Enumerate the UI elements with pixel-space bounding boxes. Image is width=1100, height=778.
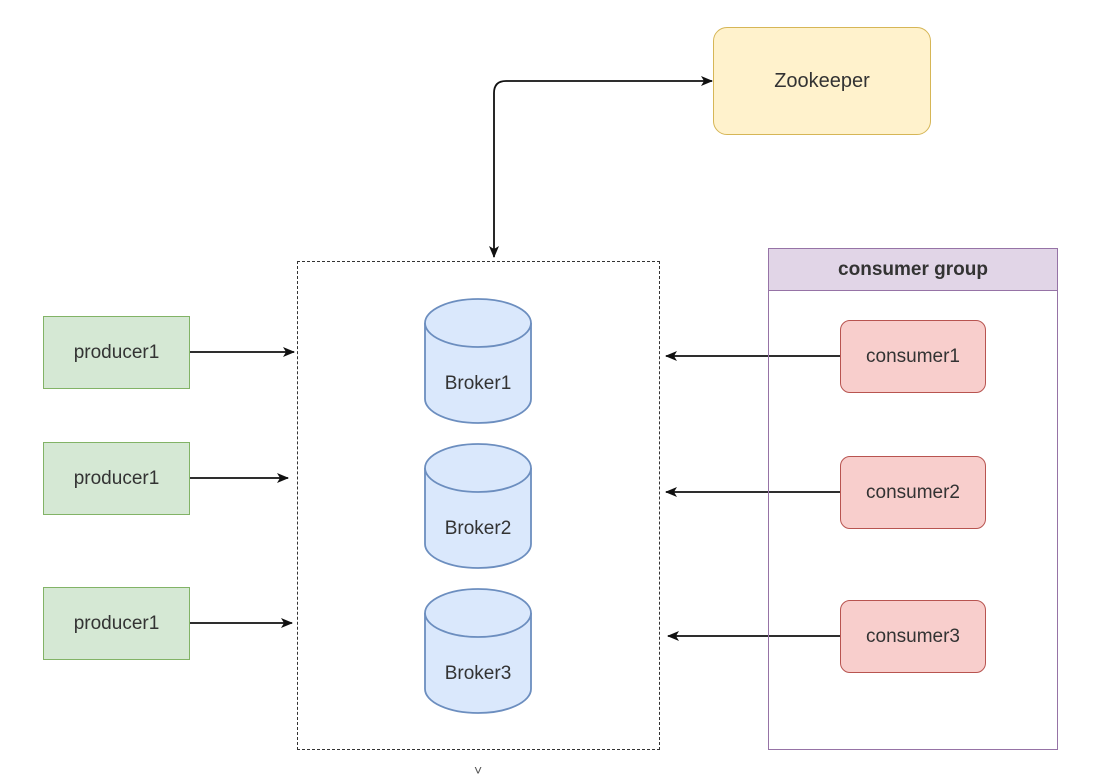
producer-node-1: producer1 — [43, 316, 190, 389]
consumer-label: consumer1 — [866, 345, 960, 367]
broker-node-2: Broker2 — [423, 442, 533, 570]
broker-label: Broker3 — [444, 663, 512, 684]
consumer-node-3: consumer3 — [840, 600, 986, 673]
broker-label: Broker1 — [444, 373, 512, 394]
consumer-label: consumer3 — [866, 625, 960, 647]
consumer-group-container: consumer group — [768, 248, 1058, 750]
database-cylinder-icon — [424, 298, 532, 424]
consumer-group-title: consumer group — [769, 249, 1057, 291]
producer-label: producer1 — [73, 467, 160, 489]
stray-mark: ˅ — [474, 762, 483, 778]
zookeeper-node: Zookeeper — [713, 27, 931, 135]
producer-label: producer1 — [73, 341, 160, 363]
database-cylinder-icon — [424, 443, 532, 569]
zookeeper-label: Zookeeper — [774, 69, 870, 92]
broker-node-1: Broker1 — [423, 297, 533, 425]
zookeeper-cluster-connector — [489, 76, 713, 258]
broker-label: Broker2 — [444, 518, 512, 539]
consumer-label: consumer2 — [866, 481, 960, 503]
producer-node-3: producer1 — [43, 587, 190, 660]
producer-node-2: producer1 — [43, 442, 190, 515]
consumer-node-1: consumer1 — [840, 320, 986, 393]
broker-cluster-container — [297, 261, 660, 750]
database-cylinder-icon — [424, 588, 532, 714]
broker-node-3: Broker3 — [423, 587, 533, 715]
consumer-node-2: consumer2 — [840, 456, 986, 529]
producer-label: producer1 — [73, 612, 160, 634]
